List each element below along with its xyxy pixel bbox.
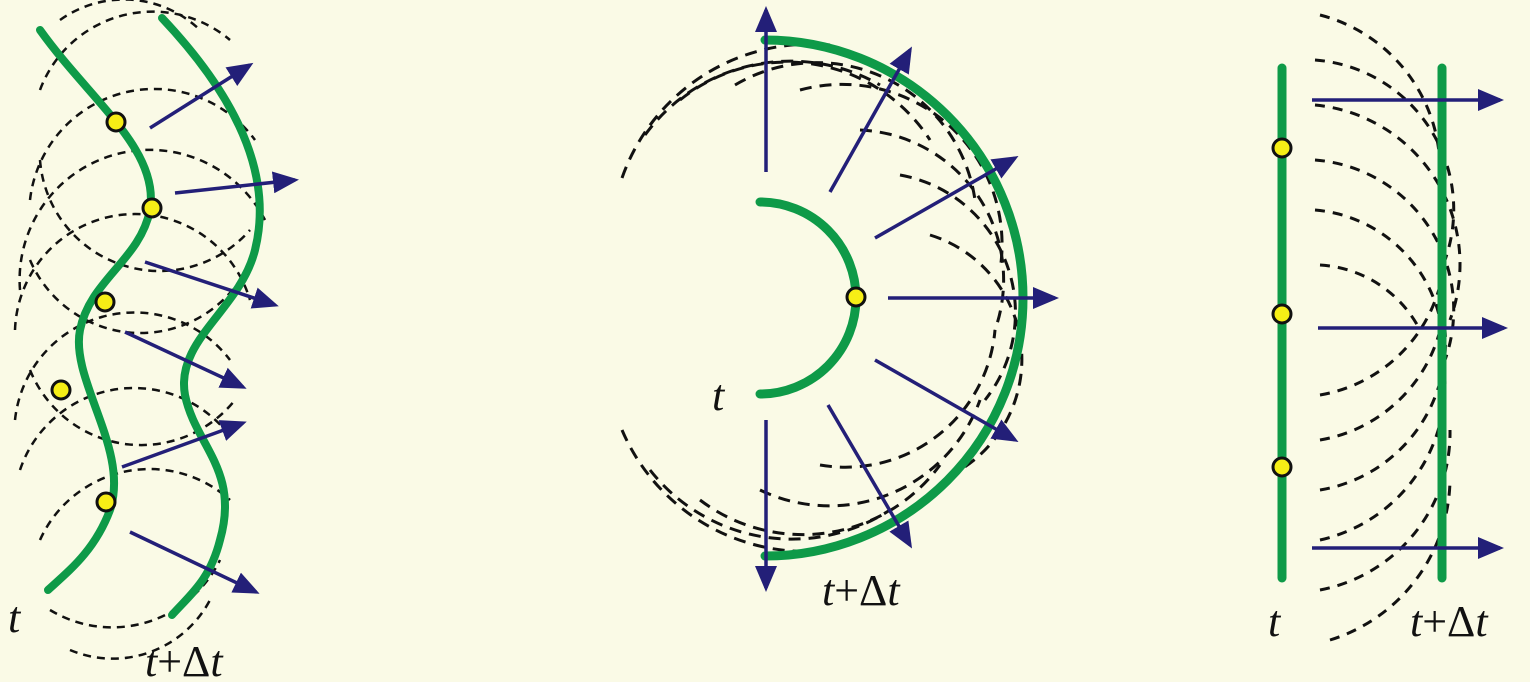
ray-arrow [121, 420, 247, 469]
rays-panel3 [1312, 89, 1508, 559]
wavelet-arc [69, 599, 212, 660]
wavelet-arc [759, 399, 982, 508]
wavelet-arc [1319, 13, 1442, 171]
label-t-plus-dt: t+Δt [822, 566, 901, 615]
wavelet-arc [1319, 379, 1447, 542]
ray-arrow [874, 156, 1019, 240]
label-t: t [1268, 597, 1282, 646]
wavelet-arc [799, 82, 1004, 271]
source-point [105, 111, 127, 133]
ray-arrow [149, 62, 254, 130]
wavelet-arc [679, 60, 932, 141]
wavelet-arc [1314, 158, 1456, 361]
label-t-plus-dt-var: t [145, 637, 159, 682]
wavelet-arc [18, 386, 226, 471]
wavelet-arc [1314, 103, 1462, 321]
wavelet-arc [699, 464, 942, 537]
ray-arrow [828, 46, 912, 193]
wavelet-arc [1319, 429, 1452, 592]
wavelet-arc [1329, 479, 1452, 642]
wavefront-t-plus-dt [158, 14, 264, 619]
label-t-plus-dt-op: +Δ [157, 637, 210, 682]
source-point [95, 491, 117, 513]
panel-spherical-front: t t+Δt [620, 6, 1059, 615]
wavelet-arc [899, 173, 1017, 401]
panel-plane-front: t t+Δt [1268, 13, 1508, 646]
source-point [1271, 303, 1293, 325]
rays-panel2 [755, 6, 1059, 592]
sources-panel1 [50, 111, 163, 513]
sources-panel3 [1271, 137, 1293, 478]
wavelet-arc [859, 128, 1006, 331]
wavelet-arc [819, 329, 997, 469]
wavefront-t [755, 197, 861, 399]
wavelet-arc [734, 61, 977, 201]
ray-arrow [874, 358, 1019, 442]
ray-arrow [826, 404, 913, 549]
rays-panel1 [121, 62, 299, 594]
wavelet-arc [1319, 329, 1447, 492]
ray-arrow [124, 330, 247, 389]
wavelet-arc [38, 10, 231, 91]
wavelet-arc [59, 0, 201, 31]
label-t-plus-dt-var2: t [887, 566, 901, 615]
label-t-plus-dt: t+Δt [145, 637, 224, 682]
wavelet-arc [28, 87, 257, 201]
wavelet-arc [1314, 208, 1445, 381]
label-t: t [712, 371, 726, 420]
label-t: t [8, 593, 22, 642]
wavelet-arc [38, 467, 231, 541]
wavelet-arc [1319, 249, 1447, 397]
panel-wavy-front: t t+Δt [8, 0, 299, 682]
source-point [845, 286, 867, 308]
label-t-plus-dt-var: t [822, 566, 836, 615]
ray-arrow [144, 260, 279, 309]
label-t-plus-dt: t+Δt [1410, 597, 1489, 646]
label-t-plus-dt-op: +Δ [834, 566, 887, 615]
label-t-plus-dt-var2: t [1475, 597, 1489, 646]
ray-arrow [129, 530, 260, 594]
source-point [1271, 137, 1293, 159]
wavelet-arc [28, 369, 236, 447]
label-t-plus-dt-op: +Δ [1422, 597, 1475, 646]
source-point [50, 379, 72, 401]
wavelet-arc [648, 469, 891, 541]
label-t-plus-dt-var2: t [210, 637, 224, 682]
label-t-plus-dt-var: t [1410, 597, 1424, 646]
wavefront-t [36, 26, 155, 594]
source-point [94, 291, 116, 313]
wavelet-arc [1319, 263, 1422, 331]
wavelet-arc [1314, 58, 1456, 261]
ray-arrow [174, 171, 299, 195]
source-point [1271, 456, 1293, 478]
source-point [141, 197, 163, 219]
wavelet-arc [13, 212, 252, 331]
wavelet-arc [13, 311, 231, 421]
